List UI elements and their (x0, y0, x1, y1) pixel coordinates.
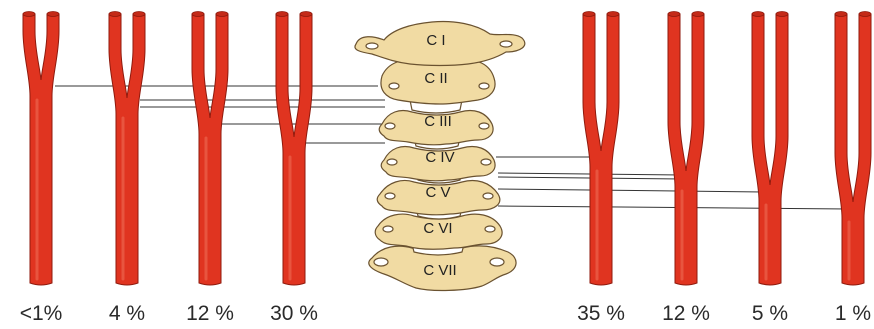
artery-left-2 (109, 12, 145, 286)
label-right-4: 1 % (835, 302, 871, 325)
artery-vessel (583, 14, 619, 285)
external-branch-opening (47, 12, 59, 17)
vertebra-label-c1: C I (426, 32, 445, 49)
cervical-spine: C I C II C III C IV C V C VI C VII (355, 22, 525, 291)
artery-vessel (752, 14, 788, 285)
internal-branch-opening (752, 12, 764, 17)
external-branch-opening (300, 12, 312, 17)
label-right-1: 35 % (577, 302, 625, 325)
artery-left-1 (23, 12, 59, 286)
external-branch-opening (859, 12, 871, 17)
label-left-4: 30 % (270, 302, 318, 325)
internal-branch-opening (668, 12, 680, 17)
vertebra-label-c4: C IV (425, 149, 454, 166)
artery-vessel (109, 14, 145, 285)
label-right-2: 12 % (662, 302, 710, 325)
vertebra-label-c7: C VII (423, 262, 456, 279)
artery-right-2 (668, 12, 704, 286)
left-arteries (23, 12, 312, 286)
vertebra-label-c5: C V (425, 184, 450, 201)
label-left-1: <1% (20, 302, 63, 325)
leader-line-right-3 (498, 189, 765, 192)
artery-vessel (23, 14, 59, 285)
artery-left-4 (276, 12, 312, 286)
label-left-2: 4 % (109, 302, 145, 325)
external-branch-opening (133, 12, 145, 17)
internal-branch-opening (23, 12, 35, 17)
internal-branch-opening (276, 12, 288, 17)
external-branch-opening (607, 12, 619, 17)
artery-vessel (276, 14, 312, 285)
internal-branch-opening (192, 12, 204, 17)
internal-branch-opening (835, 12, 847, 17)
internal-branch-opening (583, 12, 595, 17)
external-branch-opening (776, 12, 788, 17)
artery-vessel (192, 14, 228, 285)
internal-branch-opening (109, 12, 121, 17)
artery-right-4 (835, 12, 871, 286)
percentage-labels: <1% 4 % 12 % 30 % 35 % 12 % 5 % 1 % (20, 302, 871, 325)
artery-left-3 (192, 12, 228, 286)
artery-vessel (835, 14, 871, 285)
vertebra-label-c3: C III (424, 113, 452, 130)
leader-line-right-4 (498, 206, 848, 209)
external-branch-opening (692, 12, 704, 17)
right-arteries (583, 12, 871, 286)
artery-right-1 (583, 12, 619, 286)
label-left-3: 12 % (186, 302, 234, 325)
vertebra-label-c6: C VI (423, 220, 452, 237)
artery-right-3 (752, 12, 788, 286)
label-right-3: 5 % (752, 302, 788, 325)
vertebra-label-c2: C II (424, 70, 447, 87)
artery-vessel (668, 14, 704, 285)
external-branch-opening (216, 12, 228, 17)
